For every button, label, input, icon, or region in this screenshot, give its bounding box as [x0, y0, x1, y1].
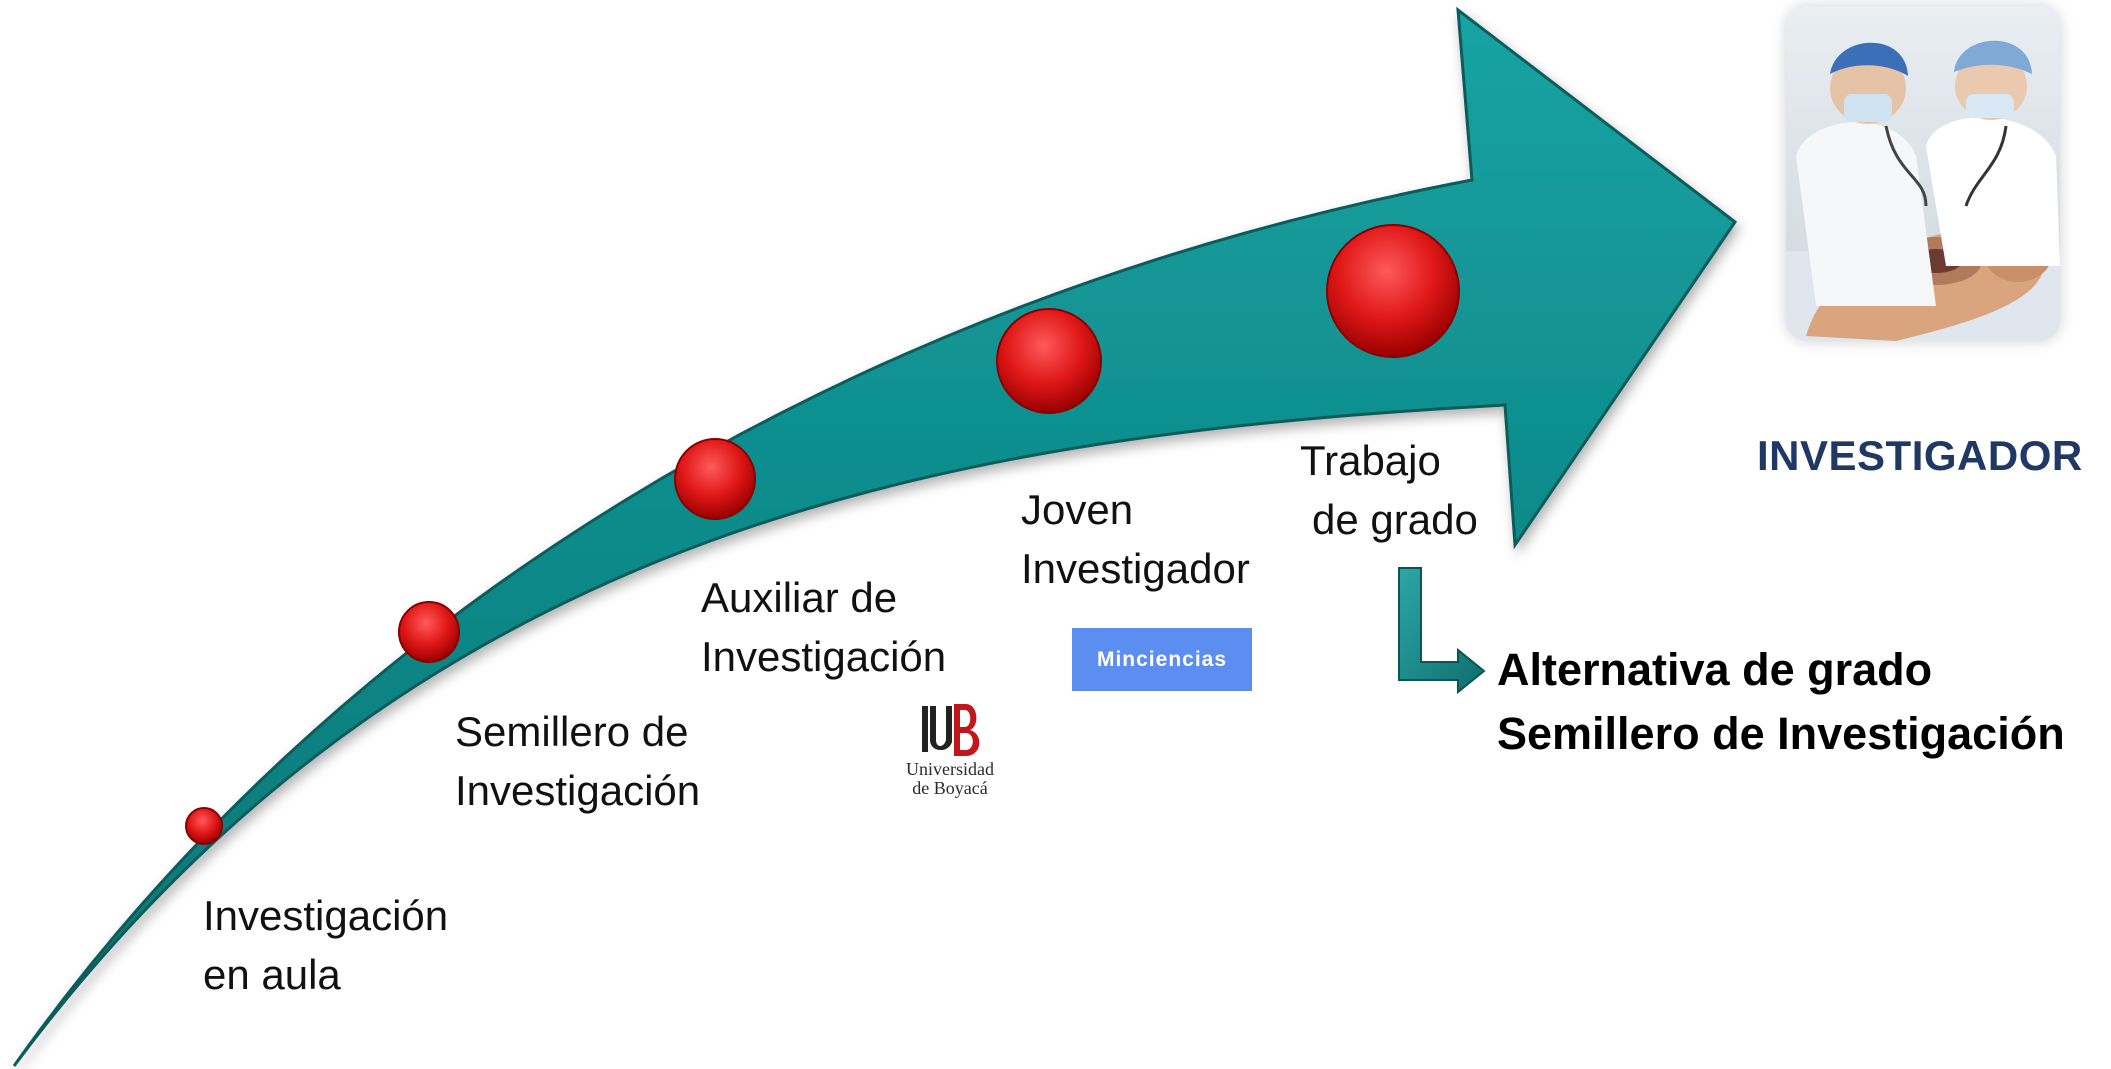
medical-simulation-photo [1786, 6, 2060, 341]
bent-arrow-icon [1398, 567, 1486, 695]
milestone-dot-3 [674, 438, 756, 520]
milestone-label-auxiliar: Auxiliar de Investigación [701, 574, 947, 680]
milestone-dot-4 [996, 308, 1102, 414]
ub-logo-mark [922, 704, 980, 756]
universidad-boyaca-logo: Universidad de Boyacá [896, 700, 1004, 812]
alternative-text: Alternativa de grado Semillero de Invest… [1497, 644, 2065, 759]
milestone-dot-1 [185, 807, 223, 845]
milestone-label-semillero: Semillero de Investigación [455, 708, 701, 814]
ub-logo-text: Universidad de Boyacá [906, 759, 994, 798]
milestone-dot-5 [1326, 224, 1460, 358]
progress-arrow [12, 6, 1738, 1067]
milestone-label-joven: Joven Investigador [1021, 486, 1250, 592]
milestone-dot-2 [398, 601, 460, 663]
milestone-label-trabajo: Trabajo de grado [1300, 437, 1478, 543]
milestone-label-aula: Investigación en aula [203, 892, 449, 998]
goal-label: INVESTIGADOR [1757, 432, 2083, 479]
minciencias-logo: Minciencias [1072, 628, 1252, 691]
